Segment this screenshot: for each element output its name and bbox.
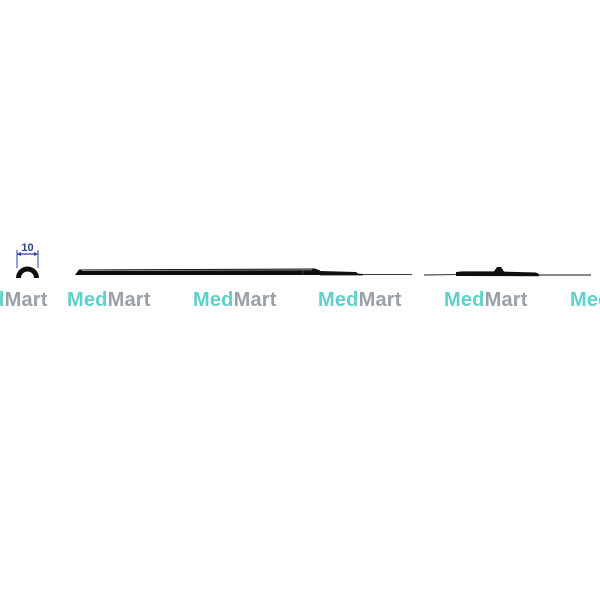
instrument-tip-insert xyxy=(423,267,591,277)
instrument-with-handle xyxy=(75,268,412,276)
watermark: MedMart xyxy=(318,288,402,312)
watermark: MedMart xyxy=(570,288,600,312)
instrument-tip-collar xyxy=(320,271,363,276)
watermark-part1: Med xyxy=(193,289,234,311)
watermark: MedMart xyxy=(0,288,48,312)
watermark-part1: Med xyxy=(318,289,359,311)
watermark-part2: Mart xyxy=(358,289,402,311)
watermark-part2: Mart xyxy=(107,289,151,311)
insert-body xyxy=(456,267,539,277)
watermark: MedMart xyxy=(67,288,151,312)
dimension-label: 10 xyxy=(21,242,33,254)
watermark: MedMart xyxy=(193,288,277,312)
watermark-row: MedMart MedMart MedMart MedMart MedMart … xyxy=(0,288,600,314)
watermark-part2: Mart xyxy=(233,289,277,311)
cross-section-detail: 10 xyxy=(16,242,39,278)
watermark: MedMart xyxy=(444,288,528,312)
handle-highlight xyxy=(81,269,313,271)
watermark-part2: Mart xyxy=(4,289,48,311)
handle-body xyxy=(75,268,320,275)
watermark-part1: Med xyxy=(444,289,485,311)
watermark-part1: Med xyxy=(67,289,108,311)
watermark-part2: Mart xyxy=(484,289,528,311)
watermark-part1: Med xyxy=(0,289,5,311)
dimension-arrow-left xyxy=(17,252,21,256)
handle-cross-section-hollow xyxy=(21,271,34,278)
dimension-arrow-right xyxy=(34,252,38,256)
watermark-part1: Med xyxy=(570,289,600,311)
